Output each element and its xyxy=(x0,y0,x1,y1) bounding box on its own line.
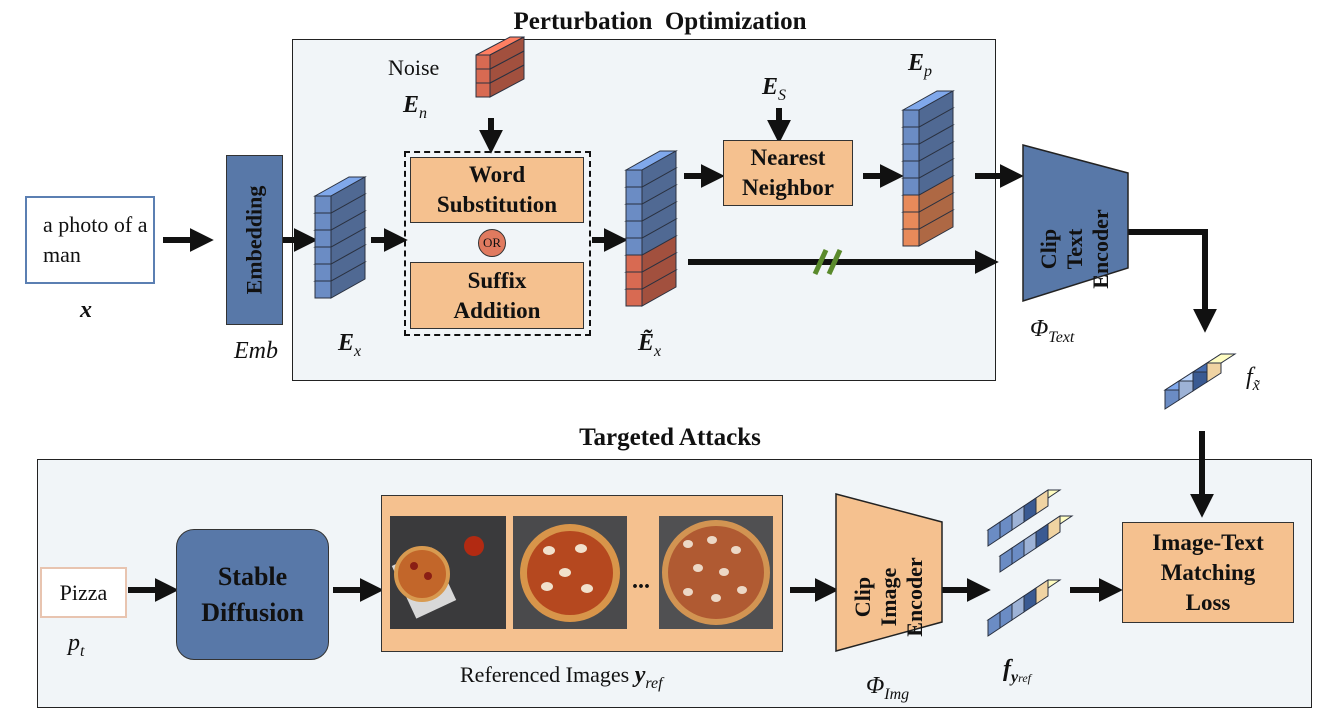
fy-vector-1-cell xyxy=(1023,497,1037,523)
fy-vector-2-cell xyxy=(1011,539,1025,565)
fy-vector-2-cell xyxy=(1035,523,1049,549)
fy-vector-1-cell xyxy=(1011,505,1025,531)
clip-text-label-1: Clip xyxy=(1036,228,1061,270)
fy-vector-1-cell xyxy=(999,513,1013,539)
sd-label-2: Diffusion xyxy=(201,597,304,627)
clip-text-encoder-shape xyxy=(1022,144,1129,303)
input-text: a photo of a man xyxy=(43,212,148,267)
sd-label-1: Stable xyxy=(217,561,288,591)
referenced-images-caption: Referenced Images yref xyxy=(460,662,663,692)
suffix-addition-box: Suffix Addition xyxy=(410,262,584,329)
stable-diffusion-box: Stable Diffusion xyxy=(176,529,329,660)
fy-vector-2-cell xyxy=(1047,515,1061,541)
clip-image-encoder-label: Clip Image Encoder xyxy=(834,557,944,636)
clip-text-label-2: Text xyxy=(1062,228,1087,270)
f-yref-symbol: fyref xyxy=(1003,656,1031,686)
or-circle: OR xyxy=(478,229,506,257)
pizza-prompt-text: Pizza xyxy=(59,579,108,605)
ep-stack-block xyxy=(902,211,920,230)
fy-vector-3-cell xyxy=(987,611,1001,637)
extilde-stack-block xyxy=(625,288,643,307)
ep-stack-block xyxy=(902,143,920,162)
clip-img-label-2: Image xyxy=(876,567,901,627)
fy-vector-3-cell xyxy=(1023,587,1037,613)
extilde-stack-block xyxy=(625,203,643,222)
perturbation-dashed-box xyxy=(404,151,591,336)
emb-symbol: Emb xyxy=(234,338,278,364)
clip-image-encoder-shape xyxy=(835,493,943,652)
perturbation-title: Perturbation Optimization xyxy=(513,8,807,35)
ep-stack-block xyxy=(902,126,920,145)
word-substitution-box: Word Substitution xyxy=(410,157,584,223)
extilde-stack-block xyxy=(625,220,643,239)
clip-text-encoder-label: Clip Text Encoder xyxy=(1020,209,1130,288)
ep-stack-block xyxy=(902,160,920,179)
ep-stack-block xyxy=(902,177,920,196)
ep-stack-block xyxy=(902,194,920,213)
embedding-label: Embedding xyxy=(241,185,267,295)
extilde-symbol: Ẽx xyxy=(638,330,662,360)
arrow-clip-to-f xyxy=(1128,229,1217,333)
phi-text-symbol: ΦText xyxy=(1030,316,1075,346)
ex-symbol: Ex xyxy=(338,330,362,360)
fy-vector-3-cell xyxy=(1011,595,1025,621)
nearest-neighbor-box: Nearest Neighbor xyxy=(723,140,853,206)
pizza-image-3 xyxy=(659,516,773,629)
embedding-box: Embedding xyxy=(226,155,283,325)
pizza-image-2 xyxy=(513,516,627,629)
pizza-image-1 xyxy=(390,516,506,629)
f-text-vector-cell-top xyxy=(1205,353,1237,364)
pt-symbol: pt xyxy=(68,630,85,660)
clip-img-label-3: Encoder xyxy=(902,557,927,637)
pizza-prompt-box: Pizza xyxy=(40,567,127,618)
fy-vector-2-cell xyxy=(1023,531,1037,557)
extilde-stack-block xyxy=(625,237,643,256)
fy-vector-3-cell xyxy=(1035,579,1049,605)
fy-vector-1-cell xyxy=(987,521,1001,547)
ep-stack-block xyxy=(902,109,920,128)
image-text-matching-loss-box: Image-Text Matching Loss xyxy=(1122,522,1294,623)
ep-stack-block xyxy=(902,228,920,247)
clip-img-label-1: Clip xyxy=(850,576,875,618)
extilde-stack-block xyxy=(625,254,643,273)
noise-label: Noise xyxy=(388,55,440,80)
clip-text-label-3: Encoder xyxy=(1088,209,1113,289)
targeted-attacks-title: Targeted Attacks xyxy=(579,424,761,451)
ex-stack-block xyxy=(314,246,332,265)
ex-stack-block xyxy=(314,280,332,299)
ex-stack-block xyxy=(314,229,332,248)
ellipsis-text: ... xyxy=(632,568,650,594)
input-symbol: x xyxy=(80,297,92,323)
cut-mark-icon xyxy=(812,248,843,276)
extilde-stack-block xyxy=(625,186,643,205)
extilde-stack-block xyxy=(625,271,643,290)
ex-stack-block xyxy=(314,263,332,282)
ep-symbol: Ep xyxy=(908,50,933,80)
ex-stack-block xyxy=(314,195,332,214)
extilde-stack-block xyxy=(625,169,643,188)
fy-vector-2-cell xyxy=(999,547,1013,573)
ex-stack-block xyxy=(314,212,332,231)
input-text-box: a photo of a man xyxy=(25,196,155,284)
en-symbol: En xyxy=(403,92,428,122)
phi-img-symbol: ΦImg xyxy=(866,673,910,703)
noise-stack-block xyxy=(475,54,491,70)
fy-vector-1-cell xyxy=(1035,489,1049,515)
es-symbol: ES xyxy=(762,74,787,104)
noise-stack-block xyxy=(475,68,491,84)
noise-stack-block xyxy=(475,82,491,98)
f-tilde-symbol: fx̃ xyxy=(1246,364,1260,394)
fy-vector-3-cell xyxy=(999,603,1013,629)
